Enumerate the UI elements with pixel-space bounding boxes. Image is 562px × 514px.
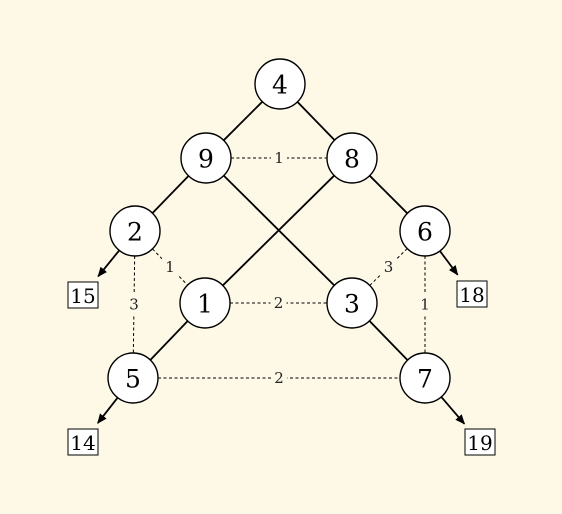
output-box-label: 18 [459, 283, 484, 307]
node-6: 6 [399, 205, 451, 257]
edge-weight-background [271, 148, 287, 168]
edge-weights-layer: 1 1 3 2 3 1 2 [126, 148, 433, 388]
node-circle [179, 277, 231, 329]
node-circle [254, 58, 306, 110]
node-label: 7 [417, 365, 433, 394]
node-7: 7 [399, 352, 451, 404]
node-circle [180, 132, 232, 184]
node-circle [107, 352, 159, 404]
solid-edge-4-8 [296, 101, 336, 141]
output-box-frame [67, 428, 99, 456]
edge-weight-1-3: 2 [270, 293, 287, 313]
edge-weight-2-5: 3 [126, 294, 142, 315]
nodes-layer: 4 9 8 2 6 1 3 5 7 [107, 58, 451, 404]
node-label: 5 [125, 365, 141, 394]
node-label: 4 [272, 71, 288, 100]
solid-edge-4-9 [223, 101, 263, 141]
edge-weight-2-1: 1 [162, 257, 178, 277]
edge-weight-label: 1 [420, 296, 430, 314]
node-circle [326, 132, 378, 184]
edge-weight-label: 1 [165, 258, 175, 276]
node-label: 1 [197, 290, 213, 319]
output-box-frame [67, 281, 99, 309]
node-4: 4 [254, 58, 306, 110]
edge-weight-6-3: 3 [380, 257, 397, 277]
node-label: 2 [127, 218, 143, 247]
node-5: 5 [107, 352, 159, 404]
edge-weight-5-7: 2 [271, 368, 287, 388]
output-arrow-5 [97, 397, 119, 424]
node-circle [326, 277, 378, 329]
solid-edge-9-2 [151, 175, 190, 214]
output-box-19: 19 [464, 428, 496, 456]
node-label: 3 [344, 290, 360, 319]
solid-edge-8-6 [369, 175, 408, 214]
edge-weight-background [380, 257, 397, 277]
output-arrow-6 [439, 250, 459, 276]
edge-weight-background [417, 294, 433, 315]
output-arrow-2 [97, 249, 120, 278]
output-box-label: 14 [70, 431, 95, 455]
node-label: 8 [344, 145, 360, 174]
edge-weight-background [271, 368, 287, 388]
output-box-frame [464, 428, 496, 456]
solid-edge-1-5 [149, 320, 189, 361]
output-box-14: 14 [67, 428, 99, 456]
edge-weight-background [270, 293, 287, 313]
output-box-label: 19 [467, 431, 492, 455]
solid-edges-layer [149, 101, 409, 361]
edge-weight-label: 3 [384, 258, 394, 276]
output-box-18: 18 [456, 280, 488, 308]
solid-edge-8-1 [222, 174, 335, 287]
edge-weight-6-7: 1 [417, 294, 433, 315]
node-label: 6 [417, 218, 433, 247]
dashed-edge-2-1 [152, 248, 188, 286]
output-box-label: 15 [70, 284, 95, 308]
node-9: 9 [180, 132, 232, 184]
edge-weight-label: 1 [274, 149, 284, 167]
node-circle [399, 352, 451, 404]
output-arrows-layer [97, 249, 466, 425]
output-box-frame [456, 280, 488, 308]
node-circle [109, 205, 161, 257]
edge-weight-background [162, 257, 178, 277]
solid-edge-3-7 [368, 320, 409, 361]
node-label: 9 [198, 145, 214, 174]
edge-weight-label: 3 [129, 296, 139, 314]
node-3: 3 [326, 277, 378, 329]
edge-weight-background [126, 294, 142, 315]
output-box-15: 15 [67, 281, 99, 309]
edge-weight-label: 2 [274, 369, 284, 387]
node-8: 8 [326, 132, 378, 184]
node-2: 2 [109, 205, 161, 257]
output-arrow-7 [440, 396, 466, 425]
edge-weight-9-8: 1 [271, 148, 287, 168]
node-circle [399, 205, 451, 257]
node-1: 1 [179, 277, 231, 329]
edge-weight-label: 2 [274, 294, 284, 312]
